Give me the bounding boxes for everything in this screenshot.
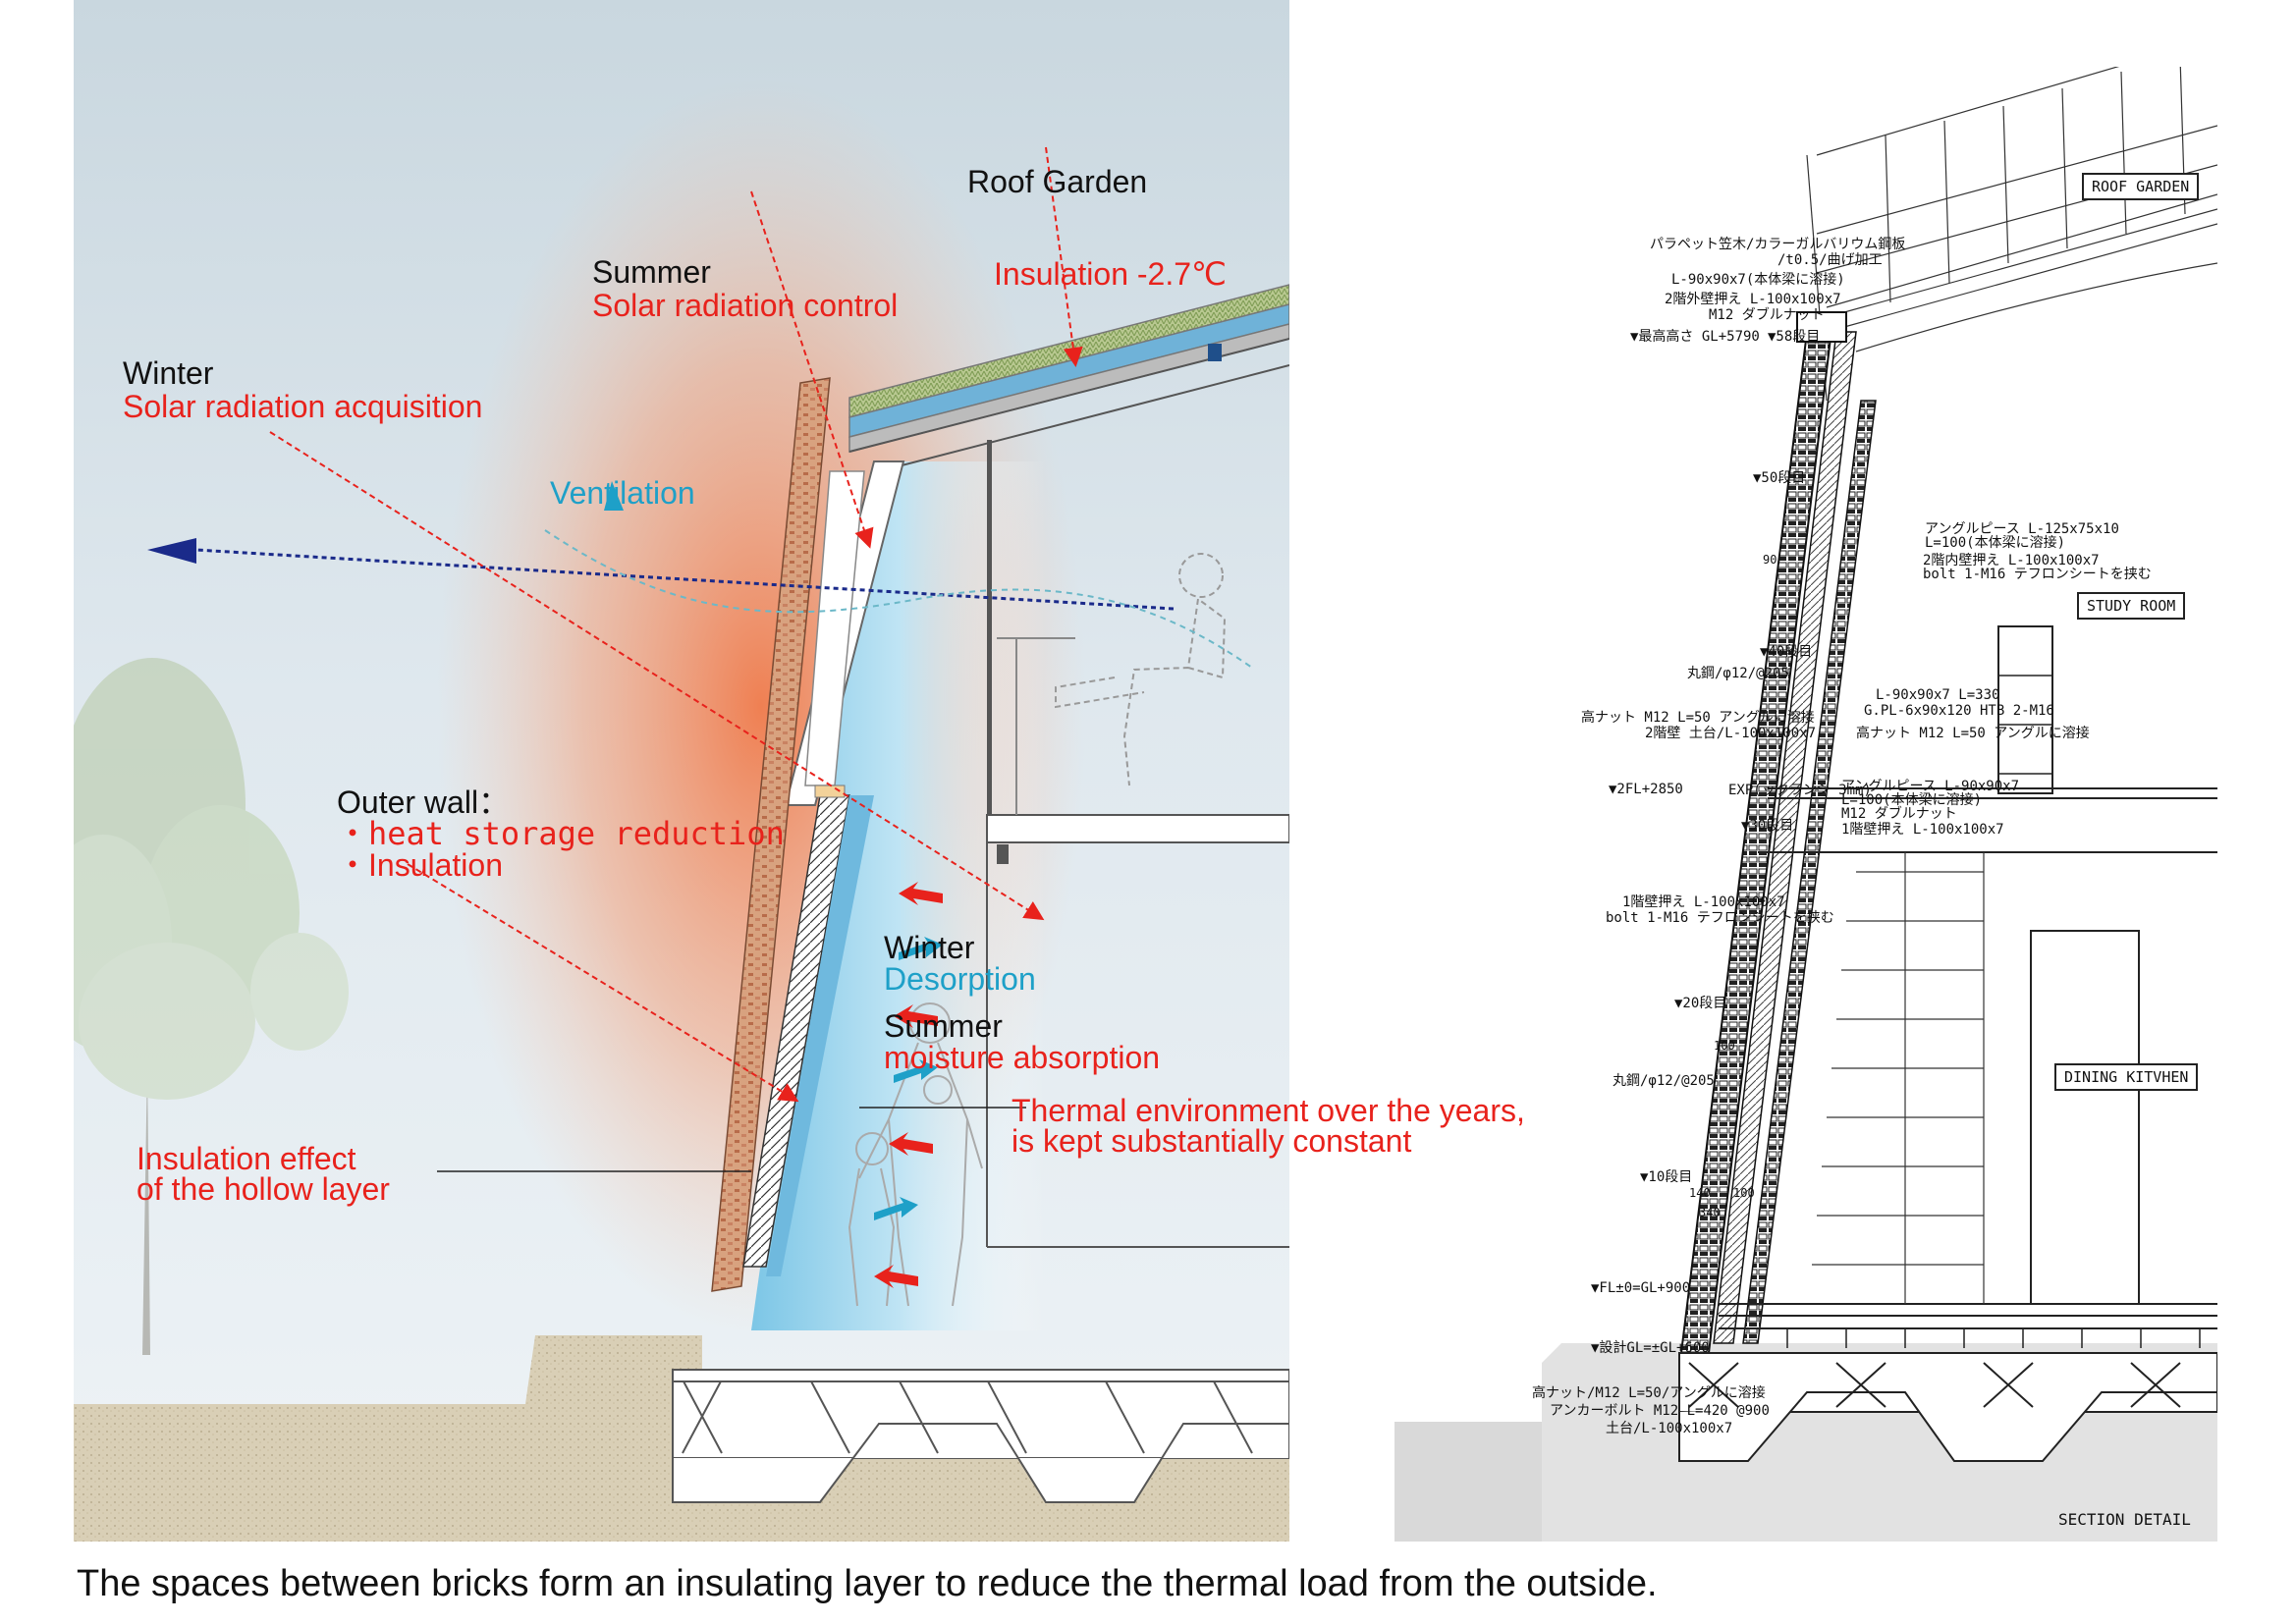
cad-note: 2階壁 土台/L-100x100x7 [1645,726,1817,741]
thermal-environment-line1: Thermal environment over the years, [1011,1093,1525,1128]
winter-desorption-title: Winter [884,930,975,965]
cad-level: ▼2FL+2850 [1609,782,1683,797]
outer-wall-label: Outer wall： [337,785,511,820]
cad-section-detail-title: SECTION DETAIL [2058,1510,2191,1529]
solar-acquisition-label: Solar radiation acquisition [123,389,483,424]
ventilation-arrow-head [147,538,196,564]
cad-note: L-90x90x7 L=330 [1876,687,2000,703]
seated-person-sketch [1055,553,1227,786]
cad-hollow-layer [1713,331,1857,1344]
cad-note: EXP(ックランシ 3mm) [1728,783,1872,798]
cad-level: ▼最高高さ GL+5790 [1630,329,1760,345]
cad-note: 高ナット M12 L=50 アングルに溶接 [1581,710,1815,726]
cad-door [2030,930,2140,1305]
cad-ground-left [1394,1422,1542,1542]
summer-label: Summer [592,254,711,290]
section-detail-drawing: ROOF GARDEN STUDY ROOM DINING KITVHEN SE… [1394,36,2218,1542]
cad-level: ▼10段目 [1640,1169,1693,1185]
cad-floors [1719,787,2217,1329]
cad-note: アンカーボルト M12 L=420 @900 [1550,1403,1770,1419]
cad-note: bolt 1-M16 テフロンシートを挟む [1923,567,2152,582]
solar-control-label: Solar radiation control [592,288,899,323]
cad-note: アングルピース L-125x75x10 [1925,521,2119,537]
cad-note: 土台/L-100x100x7 [1606,1421,1733,1436]
cad-note: 高ナット/M12 L=50/アングルに溶接 [1532,1385,1766,1401]
ground-gravel [74,1335,702,1542]
leader-lines [437,1107,1026,1172]
cad-foundation [1678,1352,2218,1462]
cad-level: ▼58段目 [1768,329,1821,345]
cad-note: M12 ダブルナット [1841,806,1957,822]
cad-note: 1階壁押え L-100x100x7 [1841,822,2004,838]
cad-note: G.PL-6x90x120 HTB 2-M16 [1864,703,2054,719]
ventilation-flow [147,481,1253,669]
cad-dimension: 100 [1733,1186,1755,1200]
roof-garden-label: Roof Garden [967,164,1148,199]
cad-dimension: 90 [1763,553,1777,567]
cad-note: L=100(本体梁に溶接) [1841,792,1983,808]
cad-note: 1階壁押え L-100x100x7 [1622,894,1785,910]
cad-section-drawing [1394,36,2218,1542]
summer-absorption-title: Summer [884,1008,1003,1044]
cad-level: ▼40段目 [1760,644,1813,660]
cad-note: /t0.5/曲げ加工 [1777,252,1883,268]
interior-cool-air [751,461,1046,1330]
cad-note: L-90x90x7(本体梁に溶接) [1671,272,1845,288]
moisture-absorption-label: moisture absorption [884,1040,1161,1075]
desk-sketch [997,637,1075,815]
insulation-item-label: ・Insulation [337,847,503,883]
cad-note: M12 ダブルナット [1709,307,1825,323]
lintel-block [814,785,846,798]
annotation-arrows [269,146,1083,1103]
cad-note: 高ナット M12 L=50 アングルに溶接 [1856,726,2090,741]
cad-note: パラペット笠木/カラーガルバリウム鋼板 [1650,237,1906,252]
cad-parapet [1796,311,1847,343]
cad-note: bolt 1-M16 テフロンシートを挟む [1606,910,1834,926]
cad-inner-wall [1742,400,1877,1344]
cad-roof-garden-label: ROOF GARDEN [2082,173,2200,200]
cad-level: ▼FL±0=GL+900 [1591,1280,1691,1296]
ventilation-label: Ventilation [550,475,695,511]
upper-floor-slab [986,440,1290,1248]
heat-storage-label: ・heat storage reduction [337,815,785,852]
cad-floor-anchors [1786,1328,2201,1348]
cad-dining-label: DINING KITVHEN [2054,1063,2199,1091]
environmental-section-diagram: Roof Garden Insulation -2.7℃ Summer Sola… [34,0,1525,1542]
cad-dimension: 340 [1699,1206,1721,1219]
cad-note: アングルピース L-90x90x7 [1841,779,2020,794]
cad-note: L=100(本体梁に溶接) [1925,535,2066,551]
hollow-layer-line1: Insulation effect [137,1141,356,1176]
section-illustration [34,0,1290,1542]
desorption-label: Desorption [884,961,1036,997]
cad-dimension: 100 [1714,1039,1735,1053]
cad-note: 丸鋼/φ12/@205 [1613,1073,1715,1089]
cad-note: 2階外壁押え L-100x100x7 [1665,292,1841,307]
roof-insulation-label: Insulation -2.7℃ [994,256,1227,292]
cad-note: 2階内壁押え L-100x100x7 [1923,553,2100,568]
cad-level: ▼20段目 [1674,996,1727,1011]
cad-level: ▼30段目 [1741,818,1794,834]
winter-label: Winter [123,355,214,391]
cad-stairs [1812,852,1985,1304]
thermal-environment-line2: is kept substantially constant [1011,1123,1412,1159]
inner-moisture-layer [766,795,874,1276]
moisture-arrows [874,882,943,1288]
cad-shelf [1997,625,2053,794]
cad-note: 丸鋼/φ12/@205 [1687,666,1789,681]
figure-caption: The spaces between bricks form an insula… [77,1563,1658,1604]
cad-level: ▼設計GL=±GL+600 [1591,1340,1710,1356]
brick-outer-wall [711,377,831,1292]
cad-dimension: 140 [1689,1186,1711,1200]
cad-study-room-label: STUDY ROOM [2077,592,2186,620]
hollow-layer-line2: of the hollow layer [137,1171,390,1207]
cad-level: ▼50段目 [1753,470,1806,486]
